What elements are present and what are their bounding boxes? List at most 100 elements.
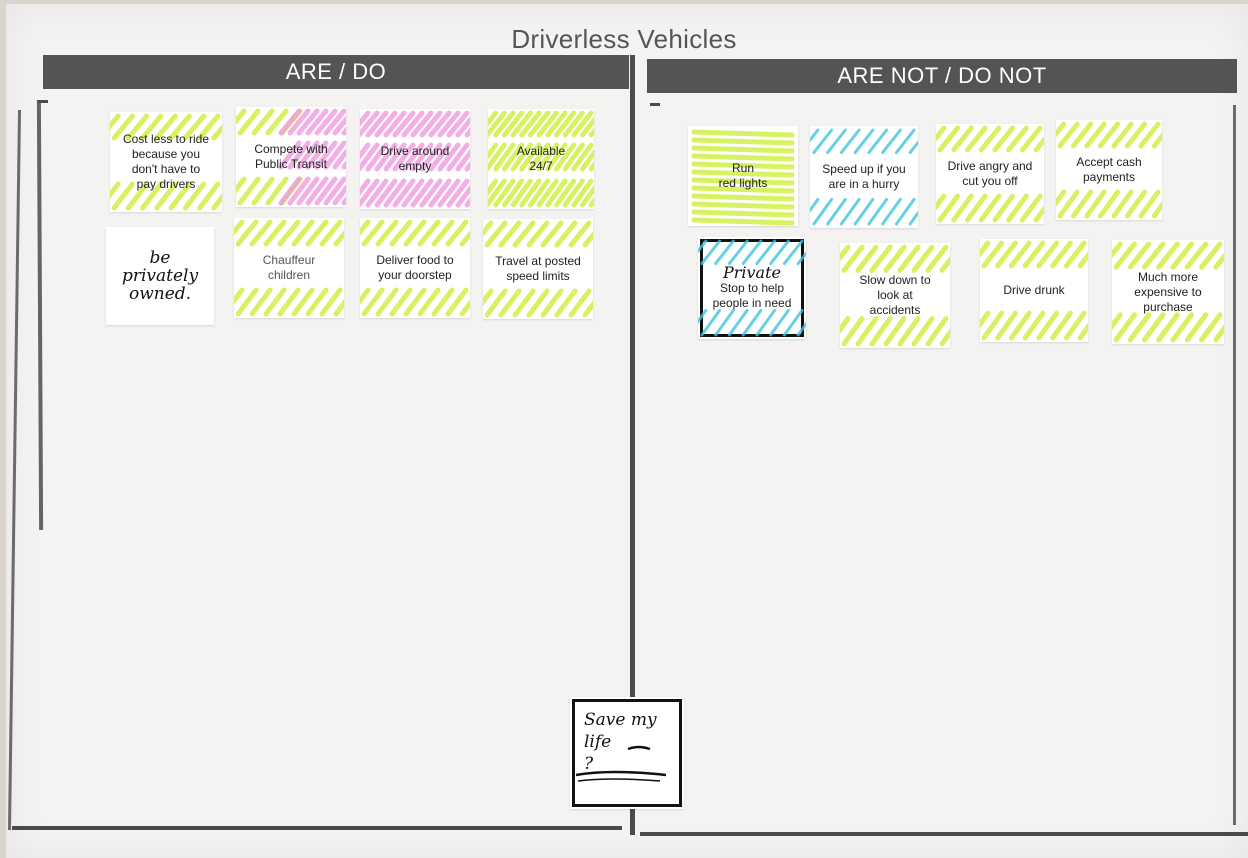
hatch-stroke <box>698 308 708 324</box>
note-text: Drive around empty <box>380 144 450 173</box>
hatch-stroke <box>125 181 150 211</box>
hatch-stroke <box>484 220 508 248</box>
hatch-stroke <box>1006 125 1029 153</box>
hatch-stroke <box>995 240 1018 269</box>
strike-marks <box>575 745 667 782</box>
hatch-stroke <box>1036 310 1060 341</box>
highlighter-hatch <box>483 220 593 318</box>
note-stop-to-help[interactable]: Private Stop to help people in need <box>698 237 806 339</box>
note-save-my-life[interactable]: Save my life ? <box>570 697 684 809</box>
hatch-stroke <box>691 161 795 170</box>
hatch-stroke <box>1019 125 1043 153</box>
note-drive-drunk[interactable]: Drive drunk <box>980 239 1088 342</box>
hatch-stroke <box>1199 312 1223 343</box>
note-cost-less[interactable]: Cost less to ride because you don't have… <box>110 112 222 212</box>
hatch-stroke <box>568 220 592 248</box>
header-are-do: ARE / DO <box>43 55 629 89</box>
note-deliver-food[interactable]: Deliver food to your doorstep <box>360 218 470 318</box>
hatch-stroke <box>237 108 261 136</box>
hatch-stroke <box>691 137 795 146</box>
highlighter-hatch <box>360 219 470 317</box>
hatch-stroke <box>727 239 749 266</box>
hatch-stroke <box>360 219 371 236</box>
column-right-hook <box>650 103 660 106</box>
hatch-stroke <box>374 178 398 208</box>
border-bottom-right <box>640 832 1248 836</box>
note-accept-cash[interactable]: Accept cash payments <box>1056 120 1162 220</box>
hatch-stroke <box>964 125 988 153</box>
hatch-stroke <box>154 113 178 141</box>
note-compete-transit[interactable]: Compete with Public Transit <box>236 107 346 207</box>
hatch-stroke <box>360 110 380 138</box>
hatch-stroke <box>536 110 559 138</box>
hatch-stroke <box>554 288 578 318</box>
hatch-stroke <box>383 142 407 172</box>
note-available[interactable]: Available 24/7 <box>488 109 594 209</box>
hatch-stroke <box>277 219 301 247</box>
note-text: Run red lights <box>718 161 768 190</box>
hatch-stroke <box>389 287 413 317</box>
hatch-stroke <box>1070 121 1094 149</box>
note-run-red-lights[interactable]: Run red lights <box>688 126 798 226</box>
hatch-stroke <box>265 176 289 206</box>
hatch-stroke <box>493 178 516 208</box>
hatch-stroke <box>265 108 289 136</box>
hatch-stroke <box>1113 241 1137 270</box>
hatch-stroke <box>154 181 178 211</box>
hatch-stroke <box>291 219 315 247</box>
hatch-stroke <box>839 128 861 155</box>
hatch-stroke <box>741 308 763 337</box>
hatch-stroke <box>1022 240 1046 269</box>
hatch-stroke <box>1124 121 1148 149</box>
note-speed-limits[interactable]: Travel at posted speed limits <box>483 219 593 319</box>
hatch-stroke <box>1127 241 1152 270</box>
hatch-stroke <box>498 220 522 248</box>
hatch-stroke <box>981 310 1005 341</box>
note-drive-around-empty[interactable]: Drive around empty <box>360 109 470 209</box>
note-chauffeur[interactable]: Chauffeur children <box>234 218 344 318</box>
hatch-stroke <box>840 244 851 262</box>
hatch-stroke <box>392 110 416 138</box>
hatch-stroke <box>360 178 380 208</box>
hatch-stroke <box>769 239 790 266</box>
hatch-stroke <box>691 145 795 154</box>
hatch-stroke <box>333 230 344 247</box>
hatch-stroke <box>314 176 338 206</box>
hatch-stroke <box>841 315 865 347</box>
hatch-stroke <box>512 220 536 248</box>
hatch-stroke <box>182 181 207 211</box>
hatch-stroke <box>488 178 499 196</box>
hatch-stroke <box>964 193 988 223</box>
hatch-stroke <box>911 244 935 273</box>
hatch-stroke <box>1008 310 1032 341</box>
hatch-stroke <box>1156 312 1180 343</box>
hatch-stroke <box>867 128 889 155</box>
hatch-stroke <box>691 217 795 226</box>
hatch-stroke <box>826 128 847 155</box>
hatch-stroke <box>278 108 302 136</box>
hatch-stroke <box>855 244 879 273</box>
hatch-stroke <box>1063 310 1087 341</box>
note-privately-owned[interactable]: be privately owned. <box>106 227 214 325</box>
hatch-stroke <box>488 178 507 208</box>
hatch-stroke <box>782 308 804 337</box>
highlighter-hatch <box>691 129 795 226</box>
highlighter-hatch <box>1056 121 1162 219</box>
hatch-stroke <box>925 315 949 347</box>
hatch-stroke <box>235 287 259 317</box>
note-slow-down[interactable]: Slow down to look at accidents <box>840 243 950 348</box>
hatch-stroke <box>428 110 452 138</box>
hatch-stroke <box>1127 312 1152 343</box>
hatch-stroke <box>1138 121 1161 149</box>
hatch-stroke <box>519 110 542 138</box>
hatch-stroke <box>810 197 820 213</box>
hatch-stroke <box>296 108 320 136</box>
hatch-stroke <box>1070 189 1094 219</box>
hatch-stroke <box>125 113 150 141</box>
hatch-stroke <box>1097 189 1121 219</box>
hatch-stroke <box>554 220 578 248</box>
note-drive-angry[interactable]: Drive angry and cut you off <box>936 124 1044 224</box>
note-speed-up[interactable]: Speed up if you are in a hurry <box>810 126 918 228</box>
note-more-expensive[interactable]: Much more expensive to purchase <box>1112 240 1224 344</box>
hatch-stroke <box>483 288 494 306</box>
